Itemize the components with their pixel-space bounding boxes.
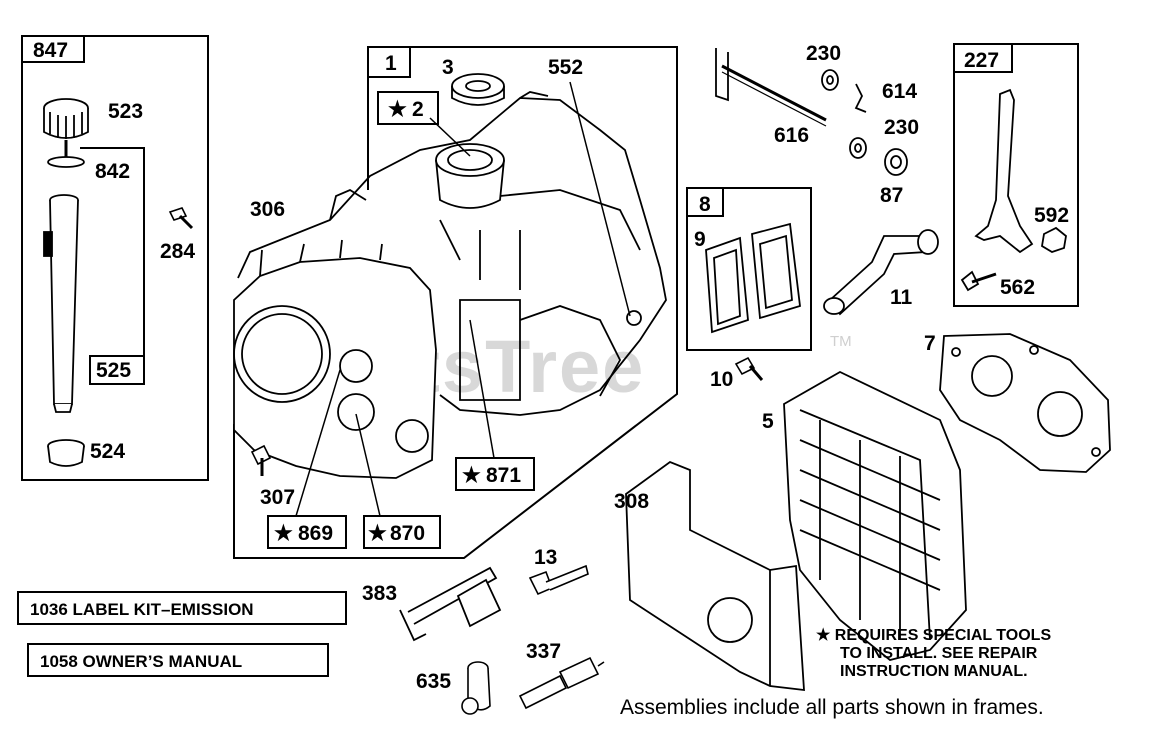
callout-524: 524 — [90, 440, 125, 463]
frame-8-border — [686, 187, 812, 351]
callout-5: 5 — [762, 410, 774, 433]
star-869-label: 869 — [298, 522, 333, 545]
watermark-tm: TM — [830, 333, 852, 350]
breather-drawing — [705, 222, 801, 334]
spark-plug-337 — [518, 656, 605, 710]
governor-lever — [974, 88, 1034, 254]
bolt-284 — [168, 207, 194, 230]
frame-8-label: 8 — [699, 193, 711, 216]
bolt-562-head — [960, 270, 980, 292]
frame-1 — [233, 46, 678, 559]
governor-lever-drawing — [960, 88, 1067, 292]
frame-227-label-box — [953, 43, 1013, 73]
callout-87: 87 — [880, 184, 903, 207]
star-2-label: 2 — [412, 98, 424, 121]
frame-525-border — [80, 147, 145, 385]
special-tools-note: ★ REQUIRES SPECIAL TOOLS TO INSTALL. SEE… — [816, 627, 1051, 680]
breather-tube-11 — [823, 229, 939, 316]
crankcase-drawing — [233, 73, 667, 479]
frame-525-label-box — [89, 355, 145, 385]
callout-7: 7 — [924, 332, 936, 355]
callout-10: 10 — [710, 368, 733, 391]
footer-note: Assemblies include all parts shown in fr… — [620, 696, 1044, 719]
o-ring — [47, 156, 85, 168]
callout-562: 562 — [1000, 276, 1035, 299]
frame-847 — [21, 35, 209, 481]
dipstick-tube — [49, 199, 79, 405]
frame-1-label: 1 — [385, 52, 397, 75]
kit-label: 1036 LABEL KIT–EMISSION — [17, 591, 347, 625]
star-871-glyph: ★ — [462, 464, 481, 487]
callout-306: 306 — [250, 198, 285, 221]
gasket-7-drawing — [939, 333, 1111, 473]
star-871-label: 871 — [486, 464, 521, 487]
frame-847-label: 847 — [33, 39, 68, 62]
seal-3 — [451, 73, 505, 99]
frame-8-label-box — [686, 187, 724, 217]
dipstick-drawing — [43, 98, 89, 467]
frame-1-border — [233, 46, 678, 559]
leader-lines — [295, 81, 631, 517]
frame-847-border — [21, 35, 209, 481]
callout-11: 11 — [890, 286, 913, 309]
frame-227 — [953, 43, 1079, 307]
star-box-869: ★ 869 — [267, 515, 347, 549]
callout-635: 635 — [416, 670, 451, 693]
kit-manual-text: 1058 OWNER’S MANUAL — [40, 652, 242, 671]
screw-10 — [734, 356, 764, 381]
star-870-glyph: ★ — [368, 522, 387, 545]
star-869-glyph: ★ — [274, 522, 293, 545]
bolt-307 — [250, 444, 272, 476]
air-guide-308-drawing — [625, 460, 805, 692]
callout-552: 552 — [548, 56, 583, 79]
frame-1-label-box — [367, 46, 411, 78]
kit-label-text: 1036 LABEL KIT–EMISSION — [30, 600, 254, 619]
crankcase-outline — [237, 97, 667, 416]
note-line-3: INSTRUCTION MANUAL. — [840, 663, 1028, 680]
star-870-label: 870 — [390, 522, 425, 545]
frame-227-label: 227 — [964, 49, 999, 72]
kit-manual: 1058 OWNER’S MANUAL — [27, 643, 329, 677]
callout-337: 337 — [526, 640, 561, 663]
callout-307: 307 — [260, 486, 295, 509]
callout-230a: 230 — [806, 42, 841, 65]
callout-616: 616 — [774, 124, 809, 147]
frame-227-border — [953, 43, 1079, 307]
callout-3: 3 — [442, 56, 454, 79]
tool-383 — [399, 566, 502, 642]
callout-383: 383 — [362, 582, 397, 605]
callout-284: 284 — [160, 240, 195, 263]
callout-13: 13 — [534, 546, 557, 569]
callout-230b: 230 — [884, 116, 919, 139]
callout-614: 614 — [882, 80, 917, 103]
note-line-1: ★ REQUIRES SPECIAL TOOLS — [816, 627, 1051, 644]
callout-523: 523 — [108, 100, 143, 123]
clip-614 — [854, 83, 867, 113]
governor-shaft-drawing — [715, 48, 908, 176]
star-2-glyph: ★ — [388, 98, 407, 121]
callout-308: 308 — [614, 490, 649, 513]
callout-9: 9 — [694, 228, 706, 251]
frame-847-label-box — [21, 35, 85, 63]
note-line-2: TO INSTALL. SEE REPAIR — [840, 645, 1038, 662]
fitting-635 — [461, 661, 491, 715]
nut-592 — [1041, 226, 1067, 253]
frame-8 — [686, 187, 812, 351]
cylinder-head-5-drawing — [783, 370, 967, 661]
star-box-871: ★ 871 — [455, 457, 535, 491]
callout-842: 842 — [95, 160, 130, 183]
frame-525-label: 525 — [96, 359, 131, 382]
tube-clip — [43, 231, 53, 257]
star-box-870: ★ 870 — [363, 515, 441, 549]
star-box-2: ★ 2 — [377, 91, 439, 125]
tube-seal — [47, 445, 85, 467]
callout-592: 592 — [1034, 204, 1069, 227]
bolt-13 — [528, 564, 589, 596]
